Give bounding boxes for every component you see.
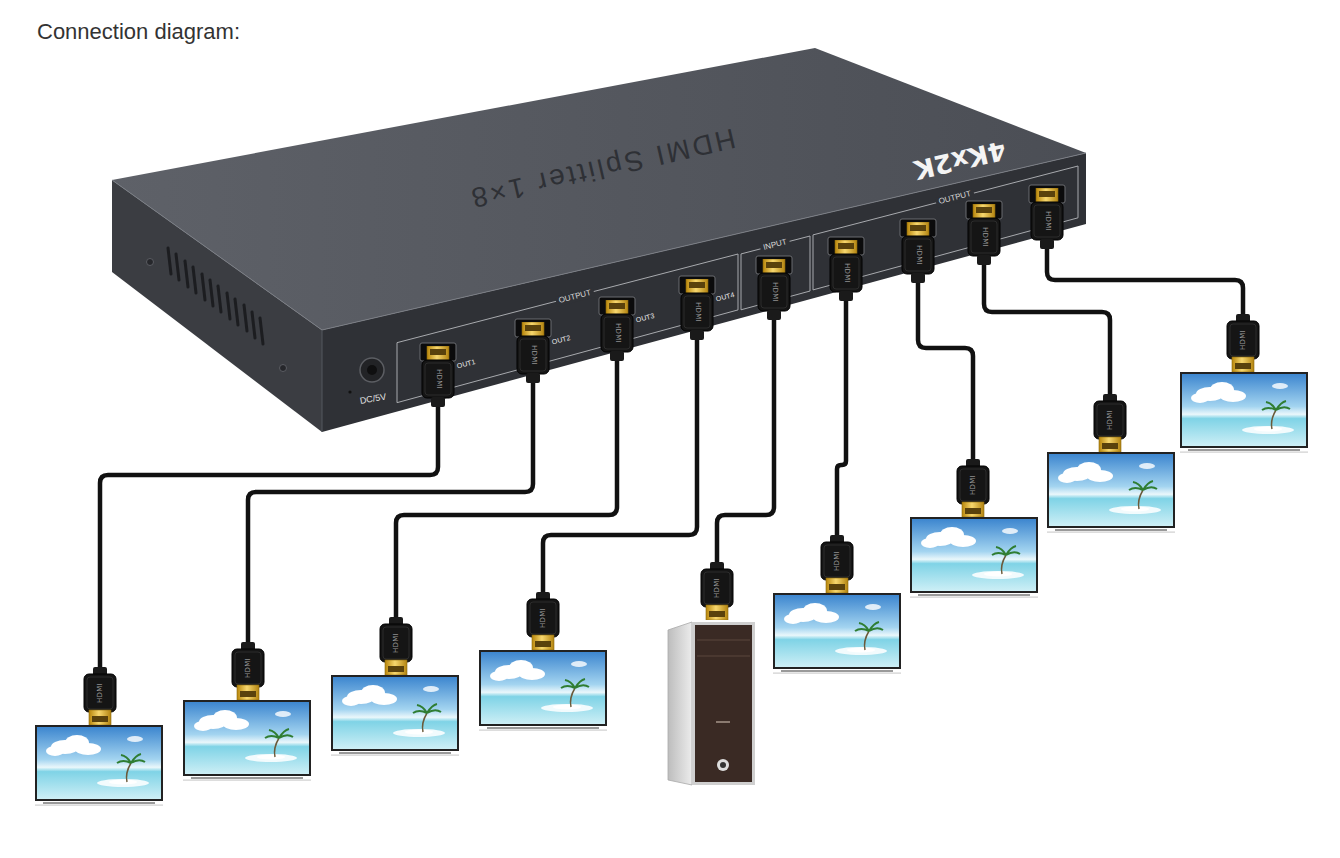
tv-screen (910, 517, 1038, 598)
plug-logo: HDMI (843, 263, 850, 283)
pc-bay (697, 640, 750, 641)
hdmi-cable (1047, 248, 1243, 315)
port-label: OUT1 (456, 358, 476, 369)
tv-screen (35, 725, 163, 806)
hdmi-plug (601, 300, 633, 361)
splitter-housing: 4Kx2K HDMI Splitter 1×8OUTPUT INPUT OUTPUT (112, 48, 1087, 434)
plug-logo: HDMI (435, 369, 442, 389)
plug-logo: HDMI (614, 323, 621, 343)
pc-power-button (717, 759, 729, 771)
pc-bay (697, 656, 750, 657)
display-plugs (84, 314, 1259, 725)
hdmi-plug (830, 240, 862, 301)
hdmi-plug (681, 279, 713, 340)
pc-side (668, 622, 692, 785)
housing-edge (322, 330, 323, 432)
hdmi-plug (902, 222, 934, 283)
hdmi-plug (1031, 188, 1063, 249)
hdmi-plug (527, 592, 559, 650)
plug-logo: HDMI (1044, 211, 1051, 231)
port-label: OUT4 (715, 291, 735, 302)
port-group-label: OUTPUT (555, 287, 595, 306)
power-label: DC/5V (359, 392, 387, 405)
hdmi-cable (918, 282, 973, 460)
hdmi-plug (758, 259, 790, 320)
product-name: HDMI Splitter 1×8 (466, 124, 738, 213)
hdmi-plug (84, 667, 116, 725)
port-label: OUT3 (635, 312, 655, 323)
hdmi-cable (717, 319, 774, 563)
hdmi-plug (968, 204, 1000, 265)
plug-logo: HDMI (771, 282, 778, 302)
tv-screens (35, 372, 1308, 806)
pc-slot (716, 721, 730, 723)
hdmi-plug (821, 535, 853, 593)
plug-logo: HDMI (393, 633, 400, 653)
pc-front-panel (695, 625, 752, 782)
plug-logo: HDMI (694, 302, 701, 322)
pc-power-button (720, 762, 726, 768)
splitter-body (112, 48, 1086, 432)
port-group-label: OUTPUT (935, 188, 975, 207)
vent-slots (168, 248, 263, 344)
plug-logo: HDMI (97, 683, 104, 703)
plug-logo: HDMI (1107, 410, 1114, 430)
hdmi-cable (837, 300, 846, 536)
dc-jack (348, 358, 384, 394)
tv-screen (1047, 452, 1175, 533)
hdmi-plug (701, 562, 733, 620)
plug-logo: HDMI (834, 551, 841, 571)
plug-logo: HDMI (540, 608, 547, 628)
device-plugs (422, 188, 1063, 407)
plug-logo: HDMI (530, 345, 537, 365)
hdmi-plug (232, 642, 264, 700)
housing-side (112, 180, 322, 432)
tv-screen (773, 593, 901, 674)
hdmi-plug (517, 322, 549, 383)
hdmi-plug (1227, 314, 1259, 372)
tv-screen (331, 675, 459, 756)
port-label: OUT2 (551, 334, 571, 345)
plug-logo: HDMI (1240, 330, 1247, 350)
plug-logo: HDMI (245, 658, 252, 678)
hdmi-cables (100, 248, 1243, 668)
hdmi-cable (984, 264, 1110, 395)
hdmi-cable (543, 339, 697, 593)
screws (147, 259, 287, 372)
pc-tower (668, 622, 755, 785)
hdmi-cable (248, 382, 533, 643)
pc-front (692, 622, 755, 785)
model-label: 4Kx2K (912, 137, 1009, 183)
tv-screen (1180, 372, 1308, 453)
hdmi-plug (422, 346, 454, 407)
diagram-title: Connection diagram: (37, 19, 240, 45)
plug-logo: HDMI (915, 245, 922, 265)
plug-logo: HDMI (981, 227, 988, 247)
tv-screen (479, 650, 607, 731)
hdmi-ports (420, 185, 1065, 361)
plug-logo: HDMI (970, 475, 977, 495)
hdmi-plug (1094, 394, 1126, 452)
tv-screen (183, 700, 311, 781)
hdmi-plug (957, 459, 989, 517)
port-group-label: INPUT (759, 236, 791, 253)
hdmi-cable (396, 360, 617, 618)
hdmi-plug (380, 617, 412, 675)
plug-logo: HDMI (714, 578, 721, 598)
